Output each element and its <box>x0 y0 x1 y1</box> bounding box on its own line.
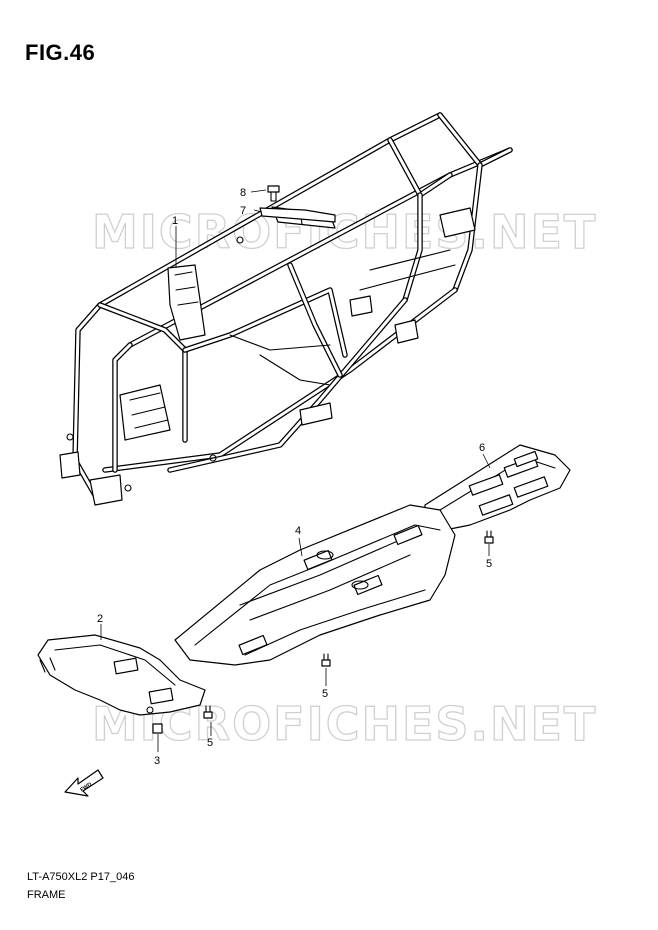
bolt-5-front <box>203 705 213 719</box>
callout-7: 7 <box>240 205 246 217</box>
callout-5-front: 5 <box>207 737 213 749</box>
center-skid-plate-4 <box>174 504 456 666</box>
callout-5-center: 5 <box>322 688 328 700</box>
callout-2: 2 <box>97 613 103 625</box>
frame-assembly <box>59 112 513 506</box>
model-code: LT-A750XL2 P17_046 <box>27 871 135 883</box>
figure-title: FIG.46 <box>25 40 96 65</box>
bolt-5-rear <box>484 530 494 544</box>
nut-3 <box>152 723 163 734</box>
callout-5-rear: 5 <box>486 558 492 570</box>
callout-3: 3 <box>154 755 160 767</box>
assembly-name: FRAME <box>27 889 66 901</box>
callout-6: 6 <box>479 442 485 454</box>
forward-arrow-icon: FWD <box>64 769 104 797</box>
callout-8: 8 <box>240 187 246 199</box>
bolt-8 <box>267 185 280 202</box>
bolt-5-center <box>321 653 331 667</box>
callout-4: 4 <box>295 525 301 537</box>
callout-1: 1 <box>172 215 178 227</box>
bracket-7 <box>259 207 336 223</box>
forward-arrow-label: FWD <box>79 782 93 794</box>
rear-skid-plate-6 <box>424 444 571 531</box>
front-skid-plate-2 <box>37 634 206 716</box>
